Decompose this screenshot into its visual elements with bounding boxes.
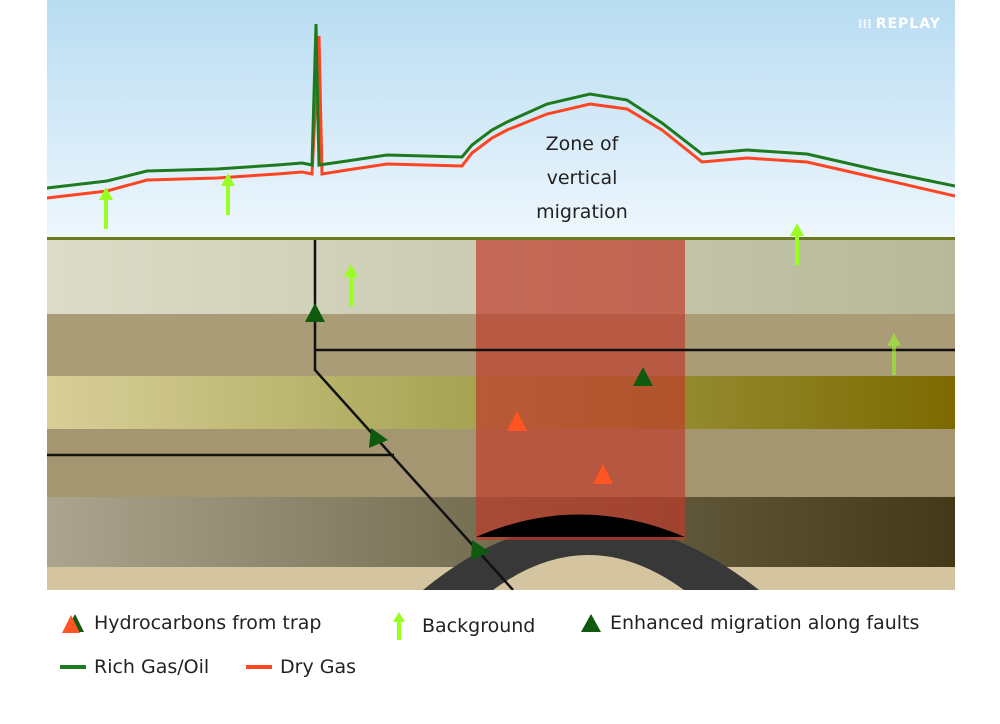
faults — [47, 240, 955, 591]
zone-label-line-3: migration — [536, 201, 628, 223]
migration-zone — [476, 238, 685, 540]
geologic-cross-section — [46, 0, 956, 591]
legend-enhanced: Enhanced migration along faults — [580, 612, 919, 634]
zone-label-line-2: vertical — [546, 167, 618, 189]
sky — [47, 0, 955, 238]
background-arrow-3 — [344, 264, 358, 306]
dry-gas-legend-icon — [246, 665, 272, 669]
legend-background-label: Background — [422, 615, 536, 637]
background-arrows — [99, 173, 901, 375]
legend-hydrocarbons-label: Hydrocarbons from trap — [94, 612, 322, 634]
background-arrow-4 — [790, 223, 804, 265]
legend-dry-gas-label: Dry Gas — [280, 656, 356, 678]
hydrocarbon-marker-1 — [507, 411, 527, 431]
legend-enhanced-label: Enhanced migration along faults — [610, 612, 920, 634]
legend-rich-gas-label: Rich Gas/Oil — [94, 656, 210, 678]
fault-main — [313, 240, 514, 591]
enhanced-marker-2 — [633, 367, 653, 386]
zone-label: Zone of vertical migration — [497, 127, 667, 229]
legend-rich-gas: Rich Gas/Oil — [60, 656, 209, 678]
background-legend-icon — [393, 612, 405, 640]
enhanced-markers — [305, 303, 653, 560]
rich-gas-line — [46, 23, 956, 190]
enhanced-marker-1 — [305, 303, 325, 322]
enhanced-marker-3 — [369, 428, 388, 448]
trap-top — [476, 514, 685, 537]
strata — [47, 238, 955, 590]
background-arrow-5 — [887, 333, 901, 375]
enhanced-legend-icon — [581, 614, 601, 632]
legend-background: Background — [392, 612, 535, 640]
background-arrow-2 — [221, 173, 235, 215]
background-arrow-1 — [99, 187, 113, 229]
rich-gas-legend-icon — [60, 665, 86, 669]
dry-gas-line — [46, 35, 956, 200]
replay-icon: ⁞⁞⁞ — [858, 17, 872, 31]
replay-button[interactable]: ⁞⁞⁞REPLAY — [858, 16, 941, 32]
legend-dry-gas: Dry Gas — [246, 656, 356, 678]
zone-label-line-1: Zone of — [545, 133, 619, 155]
hydrocarbon-marker-2 — [593, 464, 613, 484]
hydrocarbon-legend-icon — [62, 614, 84, 633]
enhanced-marker-4 — [471, 540, 490, 560]
replay-label: REPLAY — [875, 16, 941, 32]
hydrocarbon-markers — [507, 411, 613, 484]
anticline-inner — [493, 555, 684, 590]
legend-hydrocarbons: Hydrocarbons from trap — [60, 612, 321, 634]
